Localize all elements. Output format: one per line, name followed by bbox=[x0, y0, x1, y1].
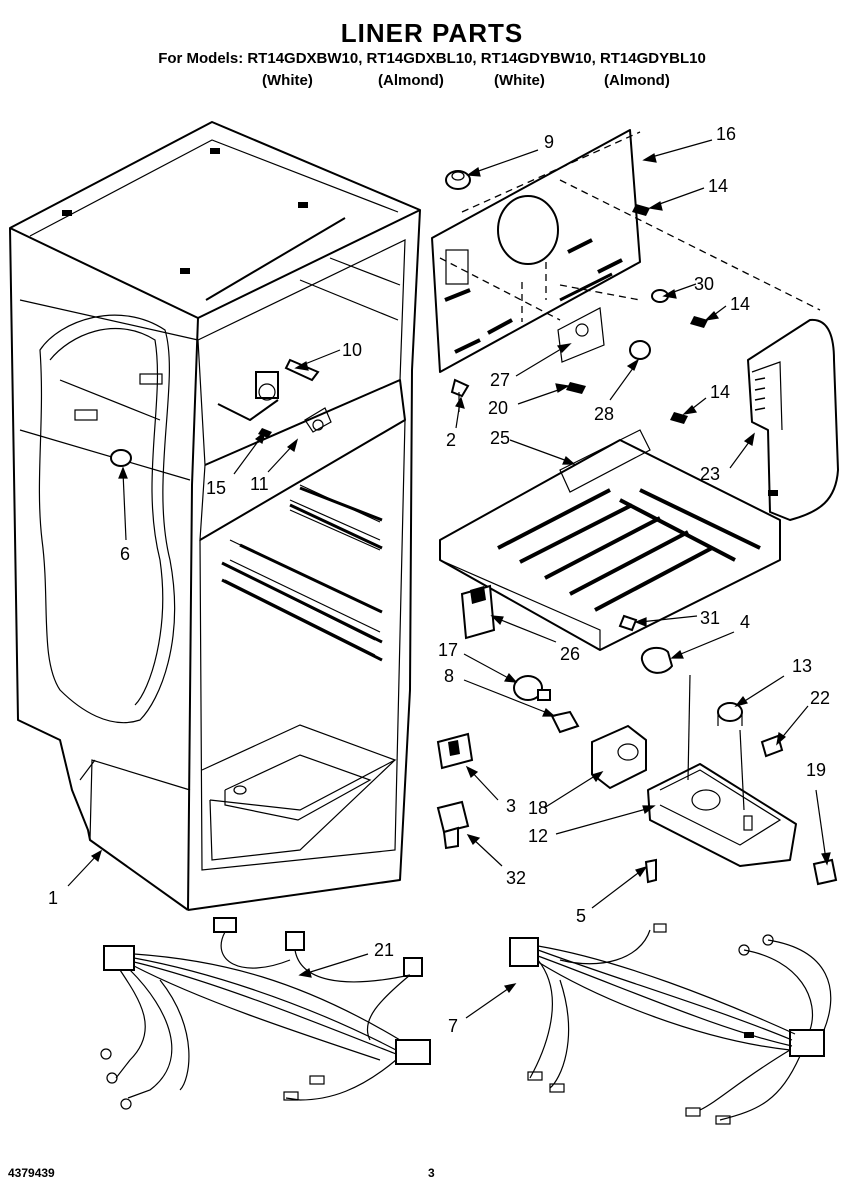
screw-14-c bbox=[670, 412, 688, 424]
screw-31 bbox=[618, 614, 638, 632]
bracket-3 bbox=[436, 732, 474, 770]
callout-10: 10 bbox=[342, 340, 362, 360]
grommet-9 bbox=[445, 170, 471, 190]
callout-5: 5 bbox=[576, 906, 586, 926]
connector-32 bbox=[436, 800, 470, 850]
callout-6: 6 bbox=[120, 544, 130, 564]
light-housing-12 bbox=[647, 674, 797, 867]
page-title: LINER PARTS bbox=[340, 18, 524, 48]
bracket-26 bbox=[460, 584, 496, 640]
screw-5 bbox=[644, 858, 657, 884]
document-number: 4379439 bbox=[8, 1166, 55, 1180]
callout-27: 27 bbox=[490, 370, 510, 390]
callout-12: 12 bbox=[528, 826, 548, 846]
callout-numbers: 9 16 14 30 14 10 27 14 20 28 2 25 23 15 … bbox=[48, 124, 830, 1036]
light-bulb-17 bbox=[513, 675, 551, 701]
callout-25: 25 bbox=[490, 428, 510, 448]
terminal-19 bbox=[812, 858, 838, 886]
callout-14-a: 14 bbox=[708, 176, 728, 196]
callout-31: 31 bbox=[700, 608, 720, 628]
callout-14-b: 14 bbox=[730, 294, 750, 314]
plug-6 bbox=[110, 449, 132, 467]
wire-harness-21 bbox=[100, 917, 431, 1110]
callout-30: 30 bbox=[694, 274, 714, 294]
screw-14-a bbox=[632, 204, 650, 216]
knob-28 bbox=[629, 340, 651, 360]
callout-3: 3 bbox=[506, 796, 516, 816]
callout-14-c: 14 bbox=[710, 382, 730, 402]
color-label-2: (Almond) bbox=[378, 72, 444, 89]
callout-17: 17 bbox=[438, 640, 458, 660]
callout-8: 8 bbox=[444, 666, 454, 686]
socket-8 bbox=[550, 710, 580, 734]
callout-1: 1 bbox=[48, 888, 58, 908]
callout-26: 26 bbox=[560, 644, 580, 664]
callout-4: 4 bbox=[740, 612, 750, 632]
callout-19: 19 bbox=[806, 760, 826, 780]
color-label-3: (White) bbox=[494, 72, 545, 89]
thermostat-assembly bbox=[217, 358, 332, 438]
callout-18: 18 bbox=[528, 798, 548, 818]
air-duct-panel bbox=[431, 129, 641, 373]
callout-9: 9 bbox=[544, 132, 554, 152]
color-label-1: (White) bbox=[262, 72, 313, 89]
callout-2: 2 bbox=[446, 430, 456, 450]
callout-20: 20 bbox=[488, 398, 508, 418]
light-shield-18 bbox=[591, 724, 647, 790]
callout-7: 7 bbox=[448, 1016, 458, 1036]
callout-22: 22 bbox=[810, 688, 830, 708]
page-number: 3 bbox=[428, 1166, 435, 1180]
callout-21: 21 bbox=[374, 940, 394, 960]
evaporator-cover-25 bbox=[439, 429, 781, 651]
callout-11: 11 bbox=[250, 474, 269, 494]
callout-28: 28 bbox=[594, 404, 614, 424]
color-label-4: (Almond) bbox=[604, 72, 670, 89]
model-list: For Models: RT14GDXBW10, RT14GDXBL10, RT… bbox=[158, 50, 706, 67]
callout-16: 16 bbox=[716, 124, 736, 144]
wire-harness-7 bbox=[509, 923, 832, 1125]
callout-32: 32 bbox=[506, 868, 526, 888]
cabinet-liner bbox=[9, 121, 421, 911]
callout-13: 13 bbox=[792, 656, 812, 676]
callout-15: 15 bbox=[206, 478, 226, 498]
vent-cover-23 bbox=[747, 318, 839, 521]
clip-4 bbox=[640, 646, 673, 674]
callout-leaders bbox=[67, 139, 831, 1019]
screw-20 bbox=[566, 382, 586, 394]
callout-23: 23 bbox=[700, 464, 720, 484]
screw-14-b bbox=[690, 316, 708, 328]
switch-13 bbox=[717, 702, 743, 726]
